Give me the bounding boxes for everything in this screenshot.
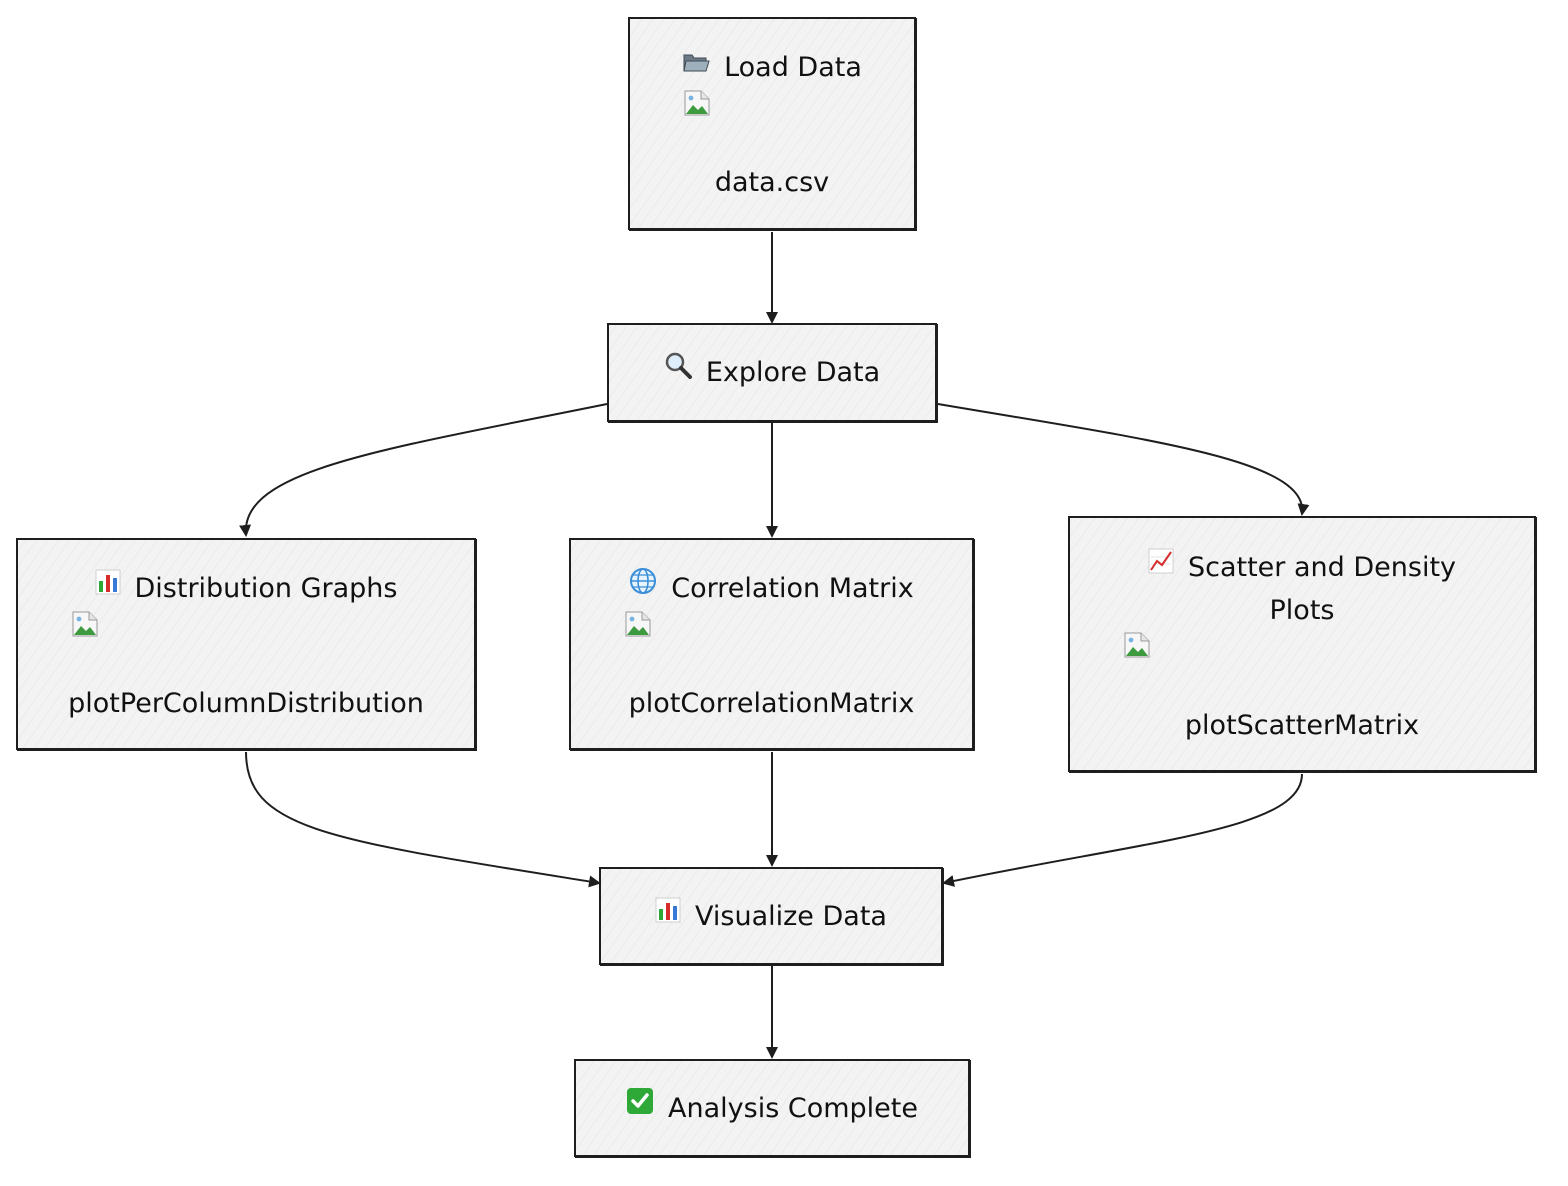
node-distribution-graphs[interactable]: Distribution Graphs plotPerColumnDistrib…	[16, 538, 476, 750]
node-visualize-data[interactable]: Visualize Data	[599, 867, 943, 965]
edge-dist-to-visualize	[245, 751, 601, 888]
node-title: Load Data	[724, 52, 862, 83]
broken-image-icon	[625, 611, 651, 637]
node-title: Visualize Data	[695, 901, 887, 932]
node-correlation-matrix[interactable]: Correlation Matrix plotCorrelationMatrix	[569, 538, 974, 750]
line-chart-icon	[1148, 545, 1174, 587]
node-title: Analysis Complete	[668, 1093, 918, 1124]
checkmark-icon	[626, 1086, 654, 1128]
bar-chart-icon	[95, 566, 121, 608]
node-subtitle: data.csv	[714, 167, 830, 198]
node-analysis-complete[interactable]: Analysis Complete	[574, 1059, 970, 1157]
broken-image-icon	[684, 90, 710, 116]
folder-icon	[682, 45, 710, 87]
edge-explore-to-dist	[239, 403, 608, 537]
node-subtitle: plotScatterMatrix	[1184, 710, 1420, 741]
node-subtitle: plotCorrelationMatrix	[628, 688, 915, 719]
node-load-data[interactable]: Load Data data.csv	[628, 17, 916, 230]
edge-explore-to-scatter	[937, 403, 1310, 516]
bar-chart-icon	[655, 894, 681, 936]
node-title: Explore Data	[705, 357, 881, 388]
node-title: Distribution Graphs	[134, 573, 398, 604]
magnifier-icon	[664, 350, 692, 392]
broken-image-icon	[72, 611, 98, 637]
node-title: Scatter and Density Plots	[1187, 552, 1457, 626]
node-explore-data[interactable]: Explore Data	[607, 323, 937, 422]
node-scatter-density-plots[interactable]: Scatter and Density Plots plotScatterMat…	[1068, 516, 1536, 772]
node-title: Correlation Matrix	[671, 573, 914, 604]
node-subtitle: plotPerColumnDistribution	[68, 688, 424, 719]
globe-icon	[629, 566, 657, 608]
edge-scatter-to-visualize	[942, 773, 1303, 887]
broken-image-icon	[1124, 632, 1150, 658]
